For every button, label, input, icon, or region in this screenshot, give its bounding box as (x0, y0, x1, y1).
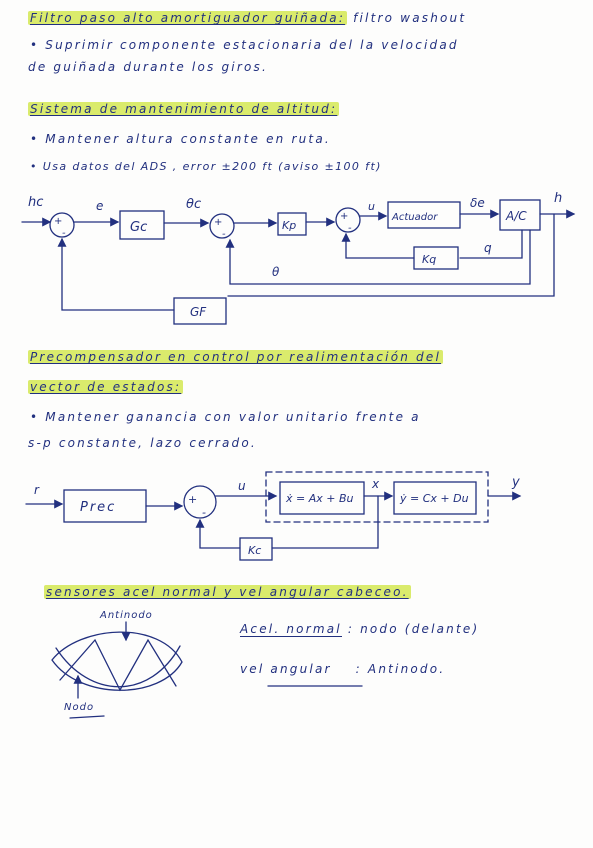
filter-heading: Filtro paso alto amortiguador guiñada: f… (28, 11, 466, 25)
sensor-item-2-value: : Antinodo. (355, 662, 446, 676)
filter-line-1: • Suprimir componente estacionaria del l… (30, 38, 459, 52)
altitude-bullet-2: • Usa datos del ADS , error ±200 ft (avi… (30, 160, 382, 173)
sum-junction-1 (49, 212, 75, 238)
sensor-item-2-label: vel angular (240, 662, 332, 676)
output-eq-block (393, 481, 477, 515)
aircraft-block (499, 199, 541, 231)
sum-junction-3 (335, 207, 361, 233)
sum-prec-plus: + (188, 493, 197, 506)
sum2-minus: - (222, 229, 226, 240)
kc-block (239, 537, 273, 561)
label-theta-c: θc (186, 197, 201, 212)
sum-junction-prec (183, 485, 217, 519)
label-h: h (554, 191, 562, 206)
label-hc: hc (28, 195, 43, 210)
label-u2: u (238, 479, 246, 493)
label-kc: Kc (248, 544, 261, 557)
label-theta: θ (272, 265, 280, 279)
sensor-item-1: Acel. normal : nodo (delante) (240, 622, 480, 637)
sensor-item-2: vel angular : Antinodo. (240, 662, 445, 676)
sum3-plus: + (340, 211, 348, 222)
precomp-heading-1-text: Precompensador en control por realimenta… (28, 350, 443, 364)
altitude-bullet-1: • Mantener altura constante en ruta. (30, 132, 331, 146)
label-prec: Prec (80, 500, 116, 515)
label-gc: Gc (130, 220, 147, 235)
label-actuator: Actuador (391, 212, 438, 223)
filter-line-2: de guiñada durante los giros. (28, 60, 268, 74)
precomp-heading-1: Precompensador en control por realimenta… (28, 350, 443, 364)
label-u: u (368, 200, 375, 213)
actuator-block (387, 201, 461, 229)
plant-dashed-box (265, 471, 489, 523)
altitude-heading-text: Sistema de mantenimiento de altitud: (28, 102, 340, 116)
gc-block (119, 210, 165, 240)
sensors-heading-text: sensores acel normal y vel angular cabec… (44, 585, 411, 599)
filter-heading-rest: filtro washout (353, 11, 467, 25)
altitude-heading: Sistema de mantenimiento de altitud: (28, 102, 340, 116)
label-output-eq: ẏ = Cx + Du (399, 492, 469, 505)
label-gf: GF (190, 305, 207, 319)
label-x: x (371, 477, 380, 491)
label-kq: Kq (422, 253, 436, 266)
altitude-block-diagram (21, 199, 576, 325)
sum1-minus: - (62, 228, 66, 239)
label-e: e (96, 199, 103, 213)
label-y: y (511, 475, 520, 490)
label-delta-e: δe (470, 196, 485, 210)
sum1-plus: + (54, 216, 62, 227)
sensor-item-1-label: Acel. normal (240, 622, 342, 637)
state-eq-block (279, 481, 365, 515)
precomp-heading-2: vector de estados: (28, 380, 184, 394)
precomp-bullet-1: • Mantener ganancia con valor unitario f… (30, 410, 421, 424)
sum-junction-2 (209, 213, 235, 239)
altitude-diagram-labels: hc e Gc θc Kp u Actuador δe A/C h Kq q θ… (28, 191, 562, 319)
label-kp: Kp (282, 219, 296, 232)
label-r: r (34, 483, 40, 497)
filter-heading-text: Filtro paso alto amortiguador guiñada: (28, 11, 348, 25)
precomp-block-diagram (25, 471, 522, 561)
gf-block (173, 297, 227, 325)
label-q: q (484, 241, 492, 255)
precomp-heading-2-text: vector de estados: (28, 380, 184, 394)
sensors-heading: sensores acel normal y vel angular cabec… (44, 585, 411, 599)
antinodo-label: Antinodo (100, 610, 153, 621)
sum2-plus: + (214, 217, 222, 228)
precomp-line-2: s-p constante, lazo cerrado. (28, 436, 257, 450)
sum-prec-minus: - (202, 506, 206, 519)
label-state-eq: ẋ = Ax + Bu (285, 492, 354, 505)
kp-block (277, 212, 307, 236)
label-ac: A/C (505, 209, 527, 223)
precomp-diagram-labels: r Prec u ẋ = Ax + Bu x ẏ = Cx + Du y Kc … (34, 475, 520, 557)
sensor-item-1-value: : nodo (delante) (347, 622, 480, 636)
nodo-label: Nodo (64, 702, 95, 713)
vibration-mode-sketch (51, 621, 363, 719)
sum3-minus: - (348, 223, 352, 234)
